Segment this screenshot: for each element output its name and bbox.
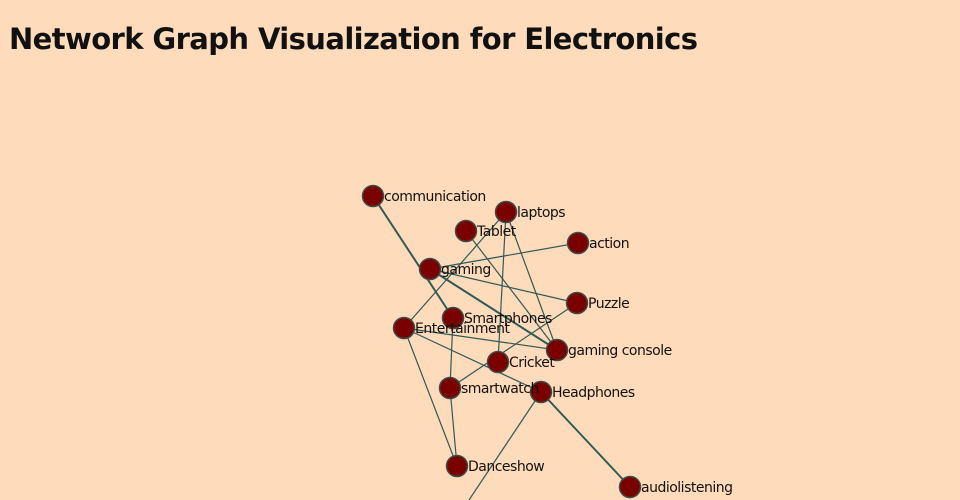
node-circle-Smartphones[interactable] [441, 306, 465, 330]
edge-gaming-gaming_console [429, 268, 558, 351]
edge-laptops-Cricket [497, 211, 507, 363]
node-label: action [589, 236, 629, 252]
edge-Entertainment-gaming_console [403, 327, 558, 351]
edge-Smartphones-smartwatch [449, 317, 454, 389]
node-circle-Tablet[interactable] [454, 219, 478, 243]
edge-Puzzle-smartwatch [449, 302, 578, 389]
node-label: Tablet [476, 224, 517, 240]
edge-smartwatch-Danceshow [449, 387, 458, 467]
node-label: gaming console [568, 343, 672, 359]
nodes-layer [361, 184, 642, 499]
edge-communication-Smartphones [372, 195, 454, 319]
node-circle-Puzzle[interactable] [565, 291, 589, 315]
page-title: Network Graph Visualization for Electron… [9, 22, 698, 56]
node-circle-smartwatch[interactable] [438, 376, 462, 400]
edge-Entertainment-Danceshow [403, 327, 458, 467]
node-label: Headphones [552, 385, 635, 401]
node-label: Danceshow [468, 459, 544, 475]
node-label: Entertainment [415, 321, 511, 337]
node-label: smartwatch [461, 381, 539, 397]
node-label: audiolistening [641, 480, 733, 496]
edge-Entertainment-Headphones [403, 327, 542, 393]
node-label: Smartphones [464, 311, 552, 327]
node-circle-action[interactable] [566, 231, 590, 255]
edges-layer [372, 195, 631, 500]
node-circle-Cricket[interactable] [486, 350, 510, 374]
edge-laptops-gaming_console [505, 211, 558, 351]
edge-Headphones-offscreen [468, 391, 542, 500]
node-circle-gaming[interactable] [418, 257, 442, 281]
node-label: communication [384, 189, 486, 205]
node-circle-communication[interactable] [361, 184, 385, 208]
node-circle-gaming_console[interactable] [545, 338, 569, 362]
edge-Tablet-gaming_console [465, 230, 558, 351]
node-circle-Danceshow[interactable] [445, 454, 469, 478]
node-label: Cricket [509, 355, 555, 371]
edge-laptops-Entertainment [403, 211, 507, 329]
node-circle-Headphones[interactable] [529, 380, 553, 404]
node-circle-laptops[interactable] [494, 200, 518, 224]
edge-Headphones-audiolistening [540, 391, 631, 488]
node-label: Puzzle [588, 296, 629, 312]
node-label: laptops [517, 205, 565, 221]
edge-gaming-Puzzle [429, 268, 578, 304]
edge-gaming-action [429, 242, 579, 270]
node-label: gaming [441, 262, 491, 278]
node-circle-Entertainment[interactable] [392, 316, 416, 340]
node-circle-audiolistening[interactable] [618, 475, 642, 499]
